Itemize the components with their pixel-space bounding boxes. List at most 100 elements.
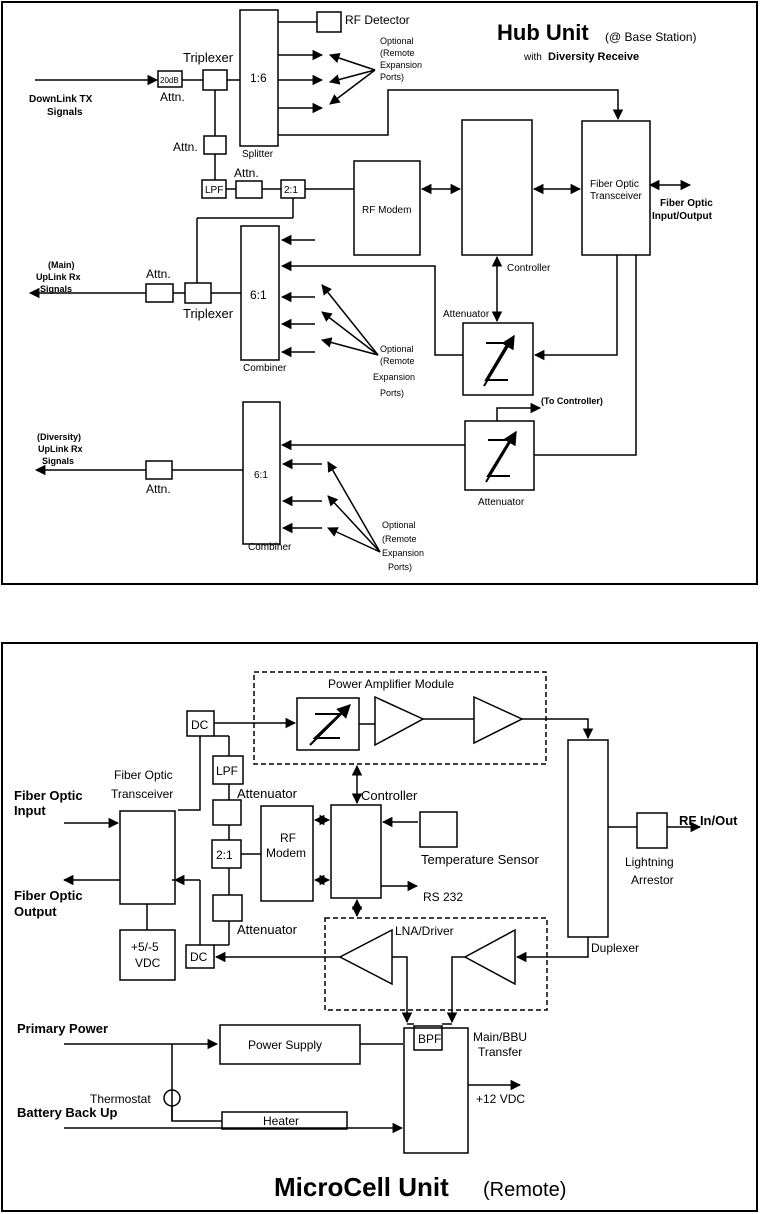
- hub-title-diversity: Diversity Receive: [548, 51, 639, 63]
- main-uplink-label-2: UpLink Rx: [36, 272, 81, 282]
- combiner-diversity-block: [242, 401, 281, 545]
- fo-input-label-1: Fiber Optic: [14, 788, 83, 803]
- downlink-label-1: DownLink TX: [29, 94, 93, 105]
- microcell-unit-panel: [1, 642, 758, 1212]
- attenuator-label: Attenuator: [237, 922, 298, 937]
- hub-frame: [1, 1, 758, 585]
- optional-label-2: (Remote: [380, 48, 415, 58]
- dc-label: DC: [191, 718, 209, 732]
- lna-dashed-box: [324, 917, 548, 1011]
- combiner-label: Combiner: [248, 542, 292, 553]
- controller-block: [330, 804, 382, 899]
- lna-label: LNA/Driver: [395, 924, 454, 938]
- battery-label: Battery Back Up: [17, 1105, 117, 1120]
- controller-block: [461, 119, 533, 256]
- splitter-ratio: 1:6: [250, 71, 267, 85]
- psu-label-1: +5/-5: [131, 940, 159, 954]
- optional-label-4: Ports): [388, 562, 412, 572]
- fo-output-label-2: Output: [14, 904, 57, 919]
- pam-label: Power Amplifier Module: [328, 677, 454, 691]
- temp-sensor-block: [419, 811, 458, 848]
- splitter-label: Splitter: [242, 149, 274, 160]
- attn-label: Attn.: [146, 267, 171, 281]
- fo-transceiver-label-1: Fiber Optic: [590, 179, 639, 190]
- downlink-label-2: Signals: [47, 107, 83, 118]
- duplexer-block: [567, 739, 609, 938]
- fo-transceiver-label-1: Fiber Optic: [114, 768, 173, 782]
- primary-power-label: Primary Power: [17, 1021, 108, 1036]
- main-uplink-label-3: Signals: [40, 284, 72, 294]
- ratio-2to1-label: 2:1: [284, 185, 298, 196]
- main-uplink-label-1: (Main): [48, 260, 75, 270]
- dc-bottom-block: [185, 944, 215, 969]
- to-controller-label: (To Controller): [541, 396, 603, 406]
- optional-label-1: Optional: [380, 36, 414, 46]
- attn-label: Attn.: [234, 166, 259, 180]
- lpf-label: LPF: [216, 764, 238, 778]
- optional-label-1: Optional: [380, 344, 414, 354]
- rs232-label: RS 232: [423, 890, 463, 904]
- combiner-ratio: 6:1: [250, 288, 267, 302]
- optional-label-3: Expansion: [373, 372, 415, 382]
- diversity-uplink-label-3: Signals: [42, 456, 74, 466]
- rf-modem-block: [353, 160, 421, 256]
- fo-transceiver-label-2: Transceiver: [590, 191, 643, 202]
- hub-title-with: with: [523, 52, 542, 63]
- triplexer-bottom-label: Triplexer: [183, 306, 234, 321]
- controller-label: Controller: [361, 788, 418, 803]
- amplifier-triangle: [338, 928, 393, 986]
- pam-dashed-box: [253, 671, 547, 765]
- lightning-label-1: Lightning: [625, 855, 674, 869]
- optional-label-4: Ports): [380, 72, 404, 82]
- bpf-block: [413, 1025, 443, 1051]
- heater-label: Heater: [263, 1114, 299, 1128]
- hub-unit-panel: [1, 1, 758, 585]
- optional-label-1: Optional: [382, 520, 416, 530]
- heater-block: [221, 1111, 348, 1130]
- fo-io-label-2: Input/Output: [652, 211, 713, 222]
- rf-modem-label-1: RF: [280, 831, 296, 845]
- variable-attenuator-icon: [485, 430, 517, 483]
- power-supply-label: Power Supply: [248, 1038, 322, 1052]
- ratio-2to1-label: 2:1: [216, 848, 233, 862]
- attn-vertical-block: [203, 135, 227, 155]
- fo-input-label-2: Input: [14, 803, 46, 818]
- attn-label: Attn.: [160, 90, 185, 104]
- optional-label-2: (Remote: [380, 356, 415, 366]
- attenuator-label: Attenuator: [478, 497, 525, 508]
- fo-output-label-1: Fiber Optic: [14, 888, 83, 903]
- rf-modem-label: RF Modem: [362, 205, 411, 216]
- dc-label: DC: [190, 950, 208, 964]
- lightning-label-2: Arrestor: [631, 873, 674, 887]
- hub-labels: Hub Unit (@ Base Station) with Diversity…: [29, 13, 713, 572]
- attn-diversity-block: [145, 460, 173, 480]
- microcell-frame: [1, 642, 758, 1212]
- amplifier-triangle: [463, 928, 516, 986]
- attn-horizontal-block: [235, 180, 263, 199]
- optional-label-2: (Remote: [382, 534, 417, 544]
- combiner-ratio: 6:1: [254, 470, 268, 481]
- attenuator-label: Attenuator: [237, 786, 298, 801]
- microcell-title-note: (Remote): [483, 1179, 566, 1201]
- attenuator-bottom-block: [212, 894, 243, 922]
- triplexer-top-block: [202, 69, 228, 91]
- psu-block: [119, 929, 176, 981]
- diversity-uplink-label-2: UpLink Rx: [38, 444, 83, 454]
- fo-transceiver-label-2: Transceiver: [111, 787, 173, 801]
- temp-sensor-label: Temperature Sensor: [421, 852, 539, 867]
- combiner-label: Combiner: [243, 363, 287, 374]
- triplexer-top-label: Triplexer: [183, 50, 234, 65]
- rf-detector-label: RF Detector: [345, 13, 410, 27]
- attn-main-up-block: [145, 283, 174, 303]
- diversity-uplink-label-1: (Diversity): [37, 432, 81, 442]
- hub-title: Hub Unit: [497, 20, 589, 45]
- attenuator-1-block: [462, 322, 534, 396]
- att-20db-block: [157, 70, 183, 88]
- amplifier-triangle: [473, 695, 524, 745]
- fo-io-label-1: Fiber Optic: [660, 198, 713, 209]
- psu-label-2: VDC: [135, 956, 161, 970]
- lpf-block: [212, 755, 244, 785]
- optional-label-3: Expansion: [382, 548, 424, 558]
- att-20db-label: 20dB: [160, 76, 179, 85]
